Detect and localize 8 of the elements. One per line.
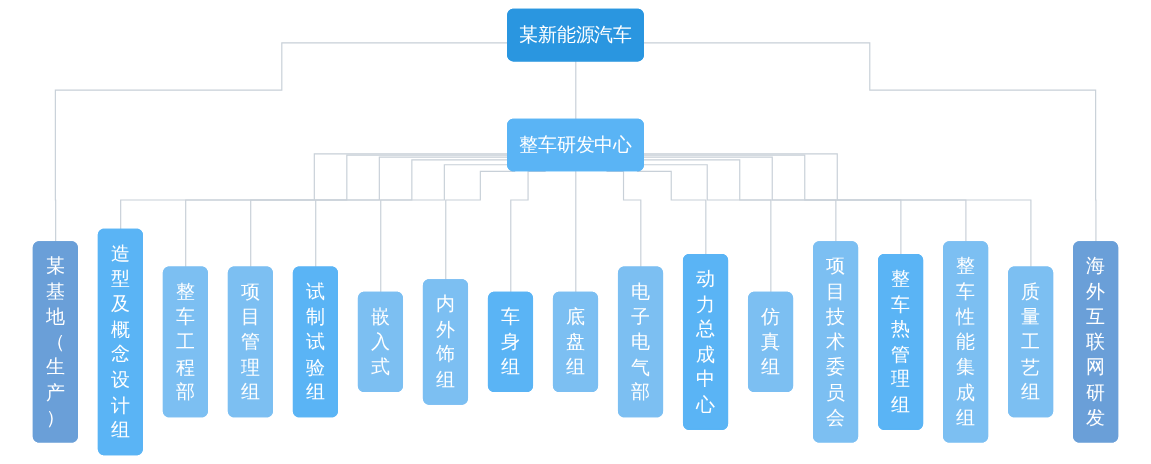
connector xyxy=(643,164,772,294)
connector xyxy=(643,42,1097,243)
connector xyxy=(575,170,577,294)
connector xyxy=(643,154,967,243)
connector xyxy=(643,159,837,243)
connector xyxy=(643,156,902,256)
connector xyxy=(643,153,1032,269)
connector xyxy=(575,60,577,121)
